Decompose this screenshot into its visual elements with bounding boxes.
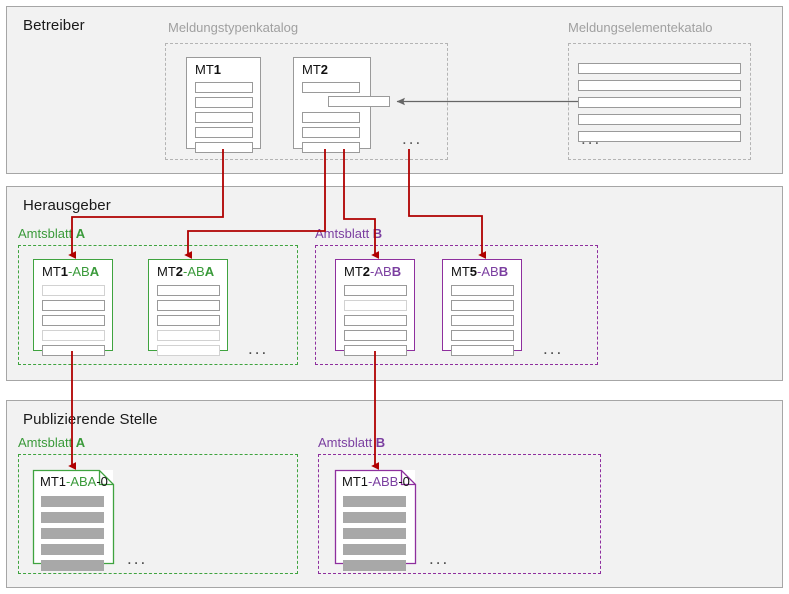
published-row [343,544,406,555]
document-row [157,285,220,296]
element-row [578,114,741,125]
document-mt1-abb-0[interactable]: MT1-ABB-0 [334,469,417,571]
document-row [157,330,220,341]
element-row [578,97,741,108]
caption-herausgeber-amtsblatt-a: Amtsblatt A [18,226,86,241]
document-row [302,82,360,93]
document-row [451,330,514,341]
document-row [195,82,253,93]
document-row [157,300,220,311]
document-row [195,127,253,138]
document-mt1-title: MT1 [195,62,222,77]
published-row [343,512,406,523]
document-mt1-aba-0[interactable]: MT1-ABA-0 [32,469,115,571]
ellipsis-meldungstypen: ... [402,129,423,148]
document-row [302,112,360,123]
document-mt1-aba[interactable]: MT1-ABA [33,259,113,356]
published-row [343,560,406,571]
document-row [344,315,407,326]
caption-meldungselementekatalog: Meldungselementekatalo [568,20,713,35]
document-row [451,315,514,326]
caption-herausgeber-amtsblatt-b: Amtsblatt B [315,226,383,241]
document-row [42,300,105,311]
document-row [42,330,105,341]
document-row [157,345,220,356]
lane-title-publizierende-stelle: Publizierende Stelle [23,411,158,428]
published-row [343,496,406,507]
element-row [578,63,741,74]
document-row [451,300,514,311]
ellipsis-meldungselemente: ... [581,129,602,148]
document-mt2-highlighted-row [328,96,390,107]
published-row [41,512,104,523]
document-row [302,142,360,153]
box-publizierende-amtsblatt-b [318,454,601,574]
published-row [41,528,104,539]
document-mt1-abb-0-title: MT1-ABB-0 [342,474,410,489]
published-row [41,544,104,555]
element-row [578,131,741,142]
document-mt5-abb[interactable]: MT5-ABB [442,259,522,356]
document-row [344,300,407,311]
document-mt5-abb-title: MT5-ABB [451,264,509,279]
document-row [344,330,407,341]
document-mt2-title: MT2 [302,62,329,77]
document-mt1[interactable]: MT1 [186,57,261,153]
document-mt1-aba-title: MT1-ABA [42,264,100,279]
document-row [344,345,407,356]
ellipsis-publizierende-a: ... [127,549,148,568]
published-row [41,496,104,507]
ellipsis-herausgeber-a: ... [248,339,269,358]
document-mt2-abb-title: MT2-ABB [344,264,402,279]
document-row [451,345,514,356]
ellipsis-herausgeber-b: ... [543,339,564,358]
box-publizierende-amtsblatt-a [18,454,298,574]
document-mt2-aba-title: MT2-ABA [157,264,215,279]
published-row [343,528,406,539]
lane-title-herausgeber: Herausgeber [23,197,111,214]
document-mt2-abb[interactable]: MT2-ABB [335,259,415,356]
lane-title-betreiber: Betreiber [23,17,85,34]
document-row [451,285,514,296]
document-row [42,345,105,356]
caption-publizierende-amtsblatt-b: Amtsblatt B [318,435,386,450]
document-row [344,285,407,296]
ellipsis-publizierende-b: ... [429,549,450,568]
document-row [42,285,105,296]
document-row [195,142,253,153]
document-row [42,315,105,326]
element-row [578,80,741,91]
document-mt1-aba-0-title: MT1-ABA-0 [40,474,108,489]
document-row [302,127,360,138]
caption-publizierende-amtsblatt-a: Amtsblatt A [18,435,86,450]
document-row [195,97,253,108]
document-row [157,315,220,326]
document-row [195,112,253,123]
caption-meldungstypenkatalog: Meldungstypenkatalog [168,20,299,35]
published-row [41,560,104,571]
document-mt2-aba[interactable]: MT2-ABA [148,259,228,356]
